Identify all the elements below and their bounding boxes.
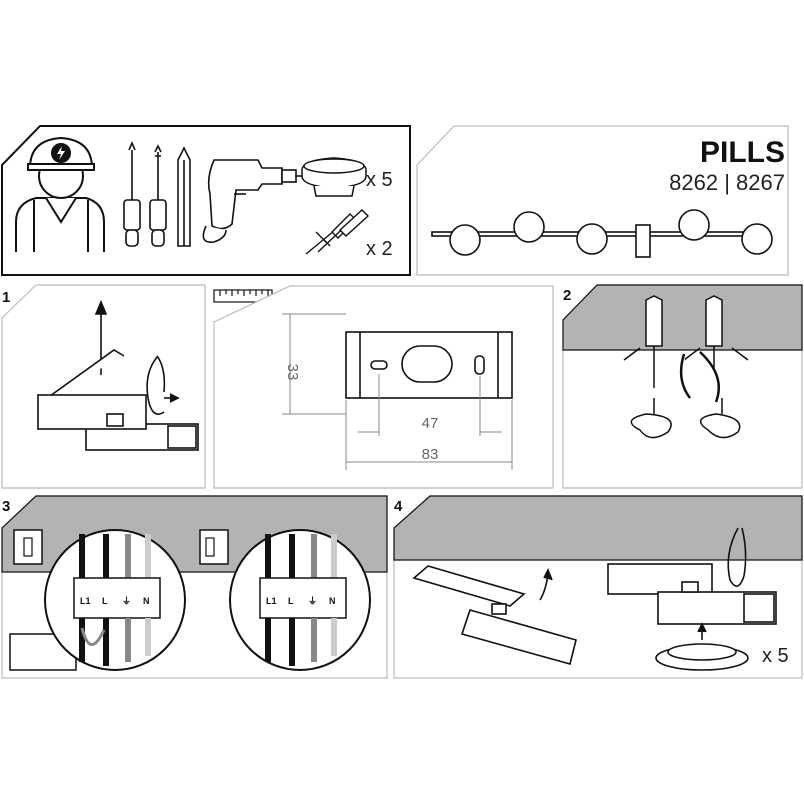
step-1-number: 1 — [2, 289, 10, 306]
terminal-l: L — [288, 596, 294, 606]
step-4-number: 4 — [394, 498, 403, 515]
ruler-icon — [213, 289, 273, 303]
product-illustration — [431, 209, 773, 258]
step-4-panel: 4 x 5 — [393, 495, 803, 679]
bulb-quantity: x 5 — [366, 169, 393, 191]
mounting-bulb-quantity: x 5 — [762, 645, 789, 667]
product-codes: 8262 | 8267 — [669, 170, 785, 195]
ceiling-surface — [562, 284, 803, 351]
electrician-icon — [15, 136, 105, 252]
dowel-icon — [305, 209, 370, 255]
ceiling-surface — [393, 495, 803, 561]
drill-icon — [202, 159, 306, 243]
dimension-height: 33 — [284, 364, 301, 381]
bulb-icon — [301, 157, 367, 197]
dimension-width: 83 — [422, 446, 439, 463]
step-3-panel: 3 L1 L ⏚ N — [1, 495, 388, 679]
product-panel: PILLS 8262 | 8267 — [416, 125, 789, 276]
terminal-earth: ⏚ — [308, 596, 317, 606]
terminal-l: L — [102, 596, 108, 606]
terminal-earth: ⏚ — [122, 596, 131, 606]
dimension-hole-spacing: 47 — [422, 415, 439, 432]
terminal-n: N — [329, 596, 336, 606]
terminal-l1: L1 — [266, 596, 277, 606]
tools-panel: x 5 x 2 — [1, 125, 411, 276]
step-1-panel: 1 — [1, 284, 206, 489]
terminal-l1: L1 — [80, 596, 91, 606]
wiring-circle-right: L1 L ⏚ N — [229, 529, 371, 671]
step-2-number: 2 — [563, 287, 571, 304]
wiring-circle-left: L1 L ⏚ N — [44, 529, 186, 671]
dowel-quantity: x 2 — [366, 238, 393, 260]
step-2-panel: 2 — [562, 284, 803, 489]
dimension-panel: 33 47 83 — [213, 285, 554, 489]
screwdriver-icon — [123, 140, 191, 247]
terminal-n: N — [143, 596, 150, 606]
product-name: PILLS — [700, 136, 785, 169]
step-3-number: 3 — [2, 498, 10, 515]
